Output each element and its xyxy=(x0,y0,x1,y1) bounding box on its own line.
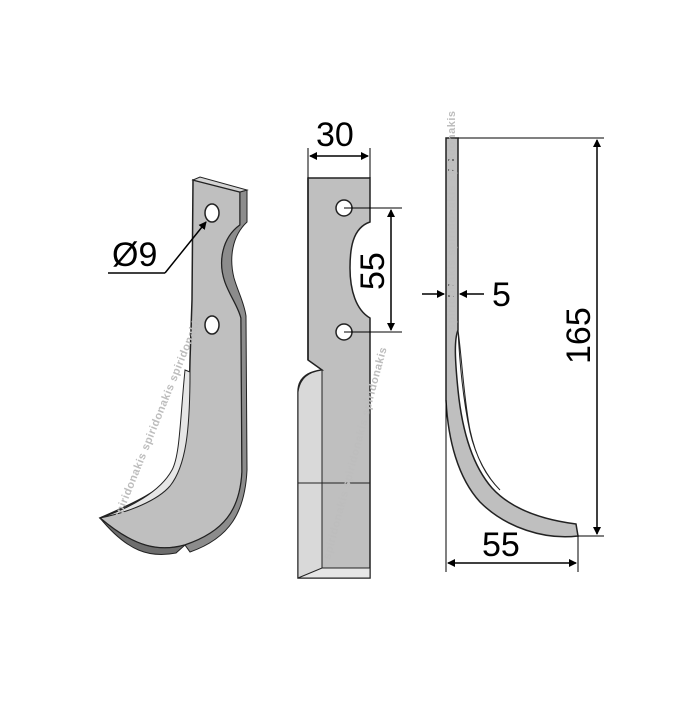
height-dimension: 165 xyxy=(458,137,604,537)
hole-spacing-dimension: 55 xyxy=(344,207,402,333)
blade-front-tip xyxy=(297,567,371,579)
diameter-label: Ø9 xyxy=(112,236,157,274)
blade-front-view: spiridonakis spiridonakis spiridonakis xyxy=(297,177,390,579)
spacing-label: 55 xyxy=(354,252,392,290)
blade-perspective-side xyxy=(184,189,248,553)
blade-side-view: spiridonakis spiridonakis spiridonakis xyxy=(445,110,579,538)
blade-front-bevel xyxy=(297,369,323,579)
width-dimension: 30 xyxy=(307,116,371,178)
mount-hole-top xyxy=(204,203,220,223)
blade-side-bevel xyxy=(457,329,501,491)
watermark-right: spiridonakis spiridonakis spiridonakis xyxy=(446,110,458,330)
blade-perspective-top xyxy=(191,176,249,193)
height-label: 165 xyxy=(560,307,598,364)
blade-perspective-view: spiridonakis spiridonakis spiridonakis xyxy=(98,176,249,556)
hole-diameter-callout: Ø9 xyxy=(108,221,207,274)
blade-perspective-tip-edge xyxy=(99,517,186,556)
thickness-dimension: 5 xyxy=(422,276,511,314)
offset-label: 55 xyxy=(482,526,520,564)
blade-side-profile xyxy=(445,137,579,538)
offset-dimension: 55 xyxy=(445,400,579,572)
width-label: 30 xyxy=(316,116,354,154)
mount-hole-bottom xyxy=(204,315,220,335)
diameter-leader-arrow xyxy=(164,221,207,274)
thickness-label: 5 xyxy=(492,276,511,314)
